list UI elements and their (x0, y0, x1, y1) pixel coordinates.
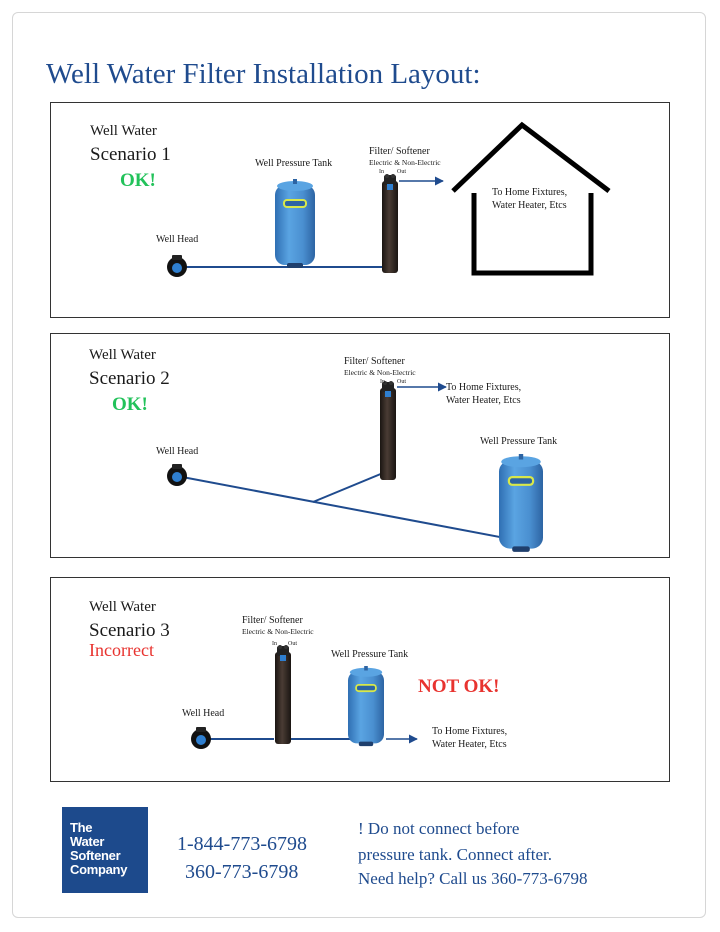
pressure-tank-label: Well Pressure Tank (331, 649, 409, 660)
page-frame (12, 12, 706, 918)
well-water-label: Well Water (90, 123, 157, 139)
logo-line: Softener (70, 848, 121, 863)
house-roof (451, 121, 611, 193)
phone-tollfree[interactable]: 1-844-773-6798 (177, 833, 307, 855)
home-label-2: Water Heater, Etcs (446, 395, 521, 406)
not-ok-verdict: NOT OK! (418, 676, 500, 697)
filter-softener-icon (380, 381, 396, 480)
page-title: Well Water Filter Installation Layout: (46, 58, 481, 90)
well-head-icon (191, 727, 211, 749)
company-logo: The Water Softener Company (62, 807, 148, 893)
status-badge: OK! (120, 170, 156, 191)
well-water-label: Well Water (89, 599, 156, 615)
home-label-1: To Home Fixtures, (432, 726, 508, 737)
logo-line: Company (70, 862, 128, 877)
scenario-2-panel: Well Water Scenario 2 OK! Filter/ Soften… (50, 333, 670, 558)
home-label-1: To Home Fixtures, (446, 382, 522, 393)
out-label: Out (288, 641, 297, 647)
scenario-3-panel: Well Water Scenario 3 Incorrect Filter/ … (50, 577, 670, 782)
scenario-1-panel: Well Water Scenario 1 OK! Well Pressure … (50, 102, 670, 318)
pressure-tank-icon (275, 179, 315, 268)
pipe (312, 470, 389, 503)
scenario-name: Scenario 3 (89, 620, 170, 641)
home-label-1: To Home Fixtures, (492, 187, 568, 198)
filter-sub-label: Electric & Non-Electric (344, 368, 416, 377)
phone-local[interactable]: 360-773-6798 (185, 861, 299, 883)
filter-label: Filter/ Softener (344, 356, 405, 367)
house-walls (471, 193, 594, 276)
pressure-tank-icon (348, 666, 384, 747)
filter-label: Filter/ Softener (369, 146, 430, 157)
logo-line: Water (70, 834, 105, 849)
well-head-icon (167, 464, 187, 486)
logo-line: The (70, 820, 93, 835)
note-line-2: pressure tank. Connect after. (358, 845, 553, 864)
scenario-3-diagram (191, 645, 418, 749)
well-head-label: Well Head (182, 708, 225, 719)
scenario-2-diagram (167, 381, 543, 552)
scenario-name: Scenario 1 (90, 144, 171, 165)
home-label-2: Water Heater, Etcs (432, 739, 507, 750)
scenario-name: Scenario 2 (89, 368, 170, 389)
well-head-label: Well Head (156, 234, 199, 245)
status-badge: OK! (112, 394, 148, 415)
filter-label: Filter/ Softener (242, 615, 303, 626)
well-head-label: Well Head (156, 446, 199, 457)
scenario-1-diagram (167, 121, 611, 277)
in-label: In (379, 169, 384, 175)
home-label-2: Water Heater, Etcs (492, 200, 567, 211)
note-line-1: ! Do not connect before (358, 819, 520, 838)
pressure-tank-icon (499, 454, 543, 552)
filter-softener-icon (275, 645, 291, 744)
note-line-3: Need help? Call us 360-773-6798 (358, 869, 588, 888)
in-label: In (272, 641, 277, 647)
out-label: Out (397, 169, 406, 175)
in-label: In (380, 379, 385, 385)
well-head-icon (167, 255, 187, 277)
status-badge: Incorrect (89, 640, 154, 660)
filter-sub-label: Electric & Non-Electric (242, 627, 314, 636)
filter-softener-icon (382, 174, 398, 273)
pipe (176, 475, 522, 542)
out-label: Out (397, 379, 406, 385)
pressure-tank-label: Well Pressure Tank (480, 436, 558, 447)
filter-sub-label: Electric & Non-Electric (369, 158, 441, 167)
well-water-label: Well Water (89, 347, 156, 363)
pressure-tank-label: Well Pressure Tank (255, 158, 333, 169)
logo-text: The Water Softener Company (70, 821, 127, 877)
